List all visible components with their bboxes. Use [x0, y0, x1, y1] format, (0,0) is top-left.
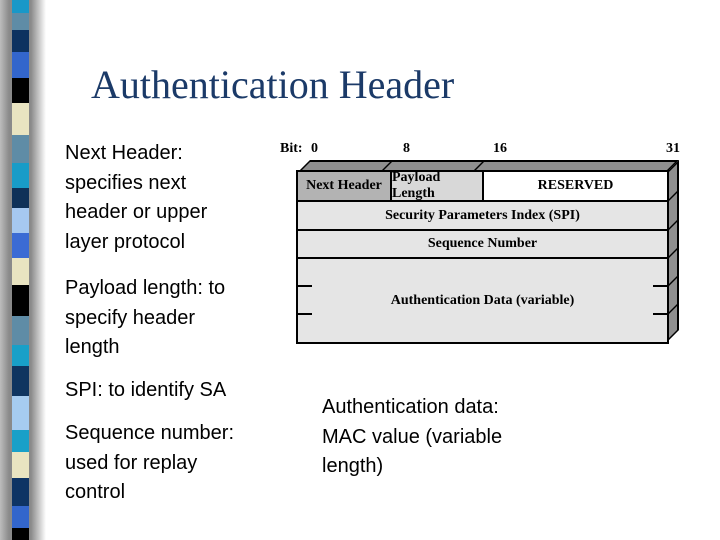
field-sequence-number: Sequence Number — [298, 229, 667, 257]
sidebar-color-block — [12, 103, 29, 135]
field-next-header: Next Header — [298, 172, 390, 200]
sidebar-color-block — [12, 285, 29, 316]
sidebar-color-block — [12, 208, 29, 233]
bit-tick-31: 31 — [666, 141, 680, 156]
sidebar-color-block — [12, 30, 29, 52]
sidebar-color-block — [12, 135, 29, 163]
right-face-divider — [669, 191, 677, 201]
sidebar-color-block — [12, 316, 29, 345]
sidebar-color-block — [12, 0, 29, 13]
bullet-payload-length: Payload length: to specify header length — [65, 277, 226, 358]
sidebar-color-block — [12, 396, 29, 430]
field-authentication-data-label: Authentication Data (variable) — [390, 292, 575, 308]
sidebar-color-block — [12, 188, 29, 208]
field-payload-length: Payload Length — [390, 170, 482, 201]
variable-length-tick — [298, 285, 312, 287]
sidebar-color-block — [12, 163, 29, 188]
sidebar-color-block — [12, 233, 29, 258]
slide-title: Authentication Header — [91, 62, 455, 107]
bit-tick-8: 8 — [403, 141, 410, 156]
right-face-divider — [669, 276, 677, 286]
bit-tick-16: 16 — [493, 141, 507, 156]
note-authentication-data: Authentication data: MAC value (variable… — [322, 396, 503, 477]
bullet-sequence-number: Sequence number: used for replay control — [65, 422, 235, 503]
sidebar-color-block — [12, 366, 29, 396]
sidebar-color-block — [12, 78, 29, 103]
sidebar-color-block — [12, 506, 29, 528]
ah-diagram: Bit: 0 8 16 31 Next Header Payload Lengt… — [280, 140, 692, 352]
sidebar-color-block — [12, 345, 29, 366]
sidebar-color-strip — [12, 0, 29, 540]
sidebar-color-block — [12, 52, 29, 78]
sidebar-color-block — [12, 452, 29, 478]
field-reserved: RESERVED — [482, 172, 667, 200]
sidebar-color-block — [12, 478, 29, 506]
bit-prefix-label: Bit: — [280, 141, 303, 156]
sidebar-color-block — [12, 258, 29, 285]
field-authentication-data: Authentication Data (variable) — [298, 257, 667, 342]
diagram-front-face: Next Header Payload Length RESERVED Secu… — [296, 170, 669, 344]
diagram-row-1: Next Header Payload Length RESERVED — [298, 170, 667, 201]
bullet-spi: SPI: to identify SA — [65, 379, 227, 401]
sidebar-color-block — [12, 430, 29, 452]
variable-length-tick — [653, 285, 667, 287]
right-face-divider — [669, 248, 677, 258]
variable-length-tick — [298, 313, 312, 315]
bullet-next-header: Next Header: specifies next header or up… — [65, 142, 208, 253]
right-face-divider — [669, 220, 677, 230]
top-face-separator — [474, 162, 484, 170]
sidebar-color-block — [12, 13, 29, 30]
right-face-divider — [669, 304, 677, 314]
bit-tick-0: 0 — [311, 141, 318, 156]
sidebar-color-block — [12, 528, 29, 540]
top-face-separator — [382, 162, 392, 170]
variable-length-tick — [653, 313, 667, 315]
field-spi: Security Parameters Index (SPI) — [298, 200, 667, 229]
